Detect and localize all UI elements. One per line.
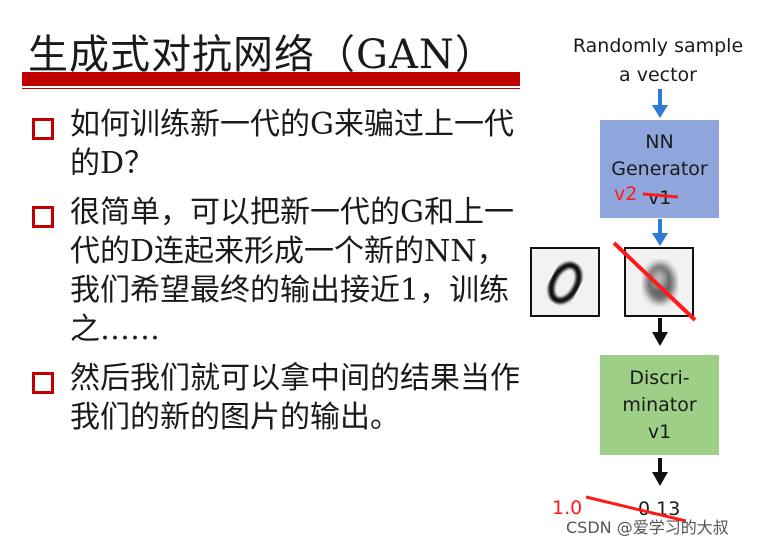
cross-out-image-line xyxy=(612,241,697,322)
slide-title: 生成式对抗网络（GAN） xyxy=(28,32,496,78)
arrow-generator-to-image xyxy=(652,219,668,246)
discriminator-box: Discri- minator v1 xyxy=(600,355,719,455)
output-score-label: 0.13 xyxy=(638,498,681,520)
real-digit-image xyxy=(530,247,600,317)
arrow-discriminator-to-score xyxy=(652,458,668,486)
bullet-text: 很简单，可以把新一代的G和上一代的D连起来形成一个新的NN，我们希望最终的输出接… xyxy=(70,195,514,347)
target-score-label: 1.0 xyxy=(552,497,583,519)
watermark-text: CSDN @爱学习的大叔 xyxy=(566,518,729,537)
bullet-item: 很简单，可以把新一代的G和上一代的D连起来形成一个新的NN，我们希望最终的输出接… xyxy=(28,193,523,349)
bullet-item: 然后我们就可以拿中间的结果当作我们的新的图片的输出。 xyxy=(28,359,523,437)
discriminator-line2: minator xyxy=(622,393,697,416)
title-underline-bar xyxy=(22,72,520,86)
square-bullet-icon xyxy=(32,372,54,394)
generator-line2: Generator xyxy=(611,157,708,180)
bullet-text: 然后我们就可以拿中间的结果当作我们的新的图片的输出。 xyxy=(70,361,520,435)
generator-version-new: v2 xyxy=(614,183,638,205)
digit-zero-icon xyxy=(548,262,582,304)
strike-version-line xyxy=(642,192,679,199)
title-underline-thin xyxy=(22,88,520,89)
discriminator-line1: Discri- xyxy=(629,366,690,389)
generator-version-old: v1 xyxy=(648,187,672,209)
square-bullet-icon xyxy=(32,118,54,140)
bullet-item: 如何训练新一代的G来骗过上一代的D？ xyxy=(28,105,523,183)
square-bullet-icon xyxy=(32,206,54,228)
discriminator-line3: v1 xyxy=(647,420,672,443)
generator-line1: NN xyxy=(645,130,674,153)
random-vector-label: Randomly sample a vector xyxy=(572,35,744,86)
bullet-list: 如何训练新一代的G来骗过上一代的D？ 很简单，可以把新一代的G和上一代的D连起来… xyxy=(28,105,523,447)
arrow-image-to-discriminator xyxy=(652,318,668,346)
generator-box: NN Generator xyxy=(600,120,719,218)
bullet-text: 如何训练新一代的G来骗过上一代的D？ xyxy=(70,107,514,181)
strike-score-line xyxy=(585,495,687,523)
arrow-input-to-generator xyxy=(652,89,668,118)
